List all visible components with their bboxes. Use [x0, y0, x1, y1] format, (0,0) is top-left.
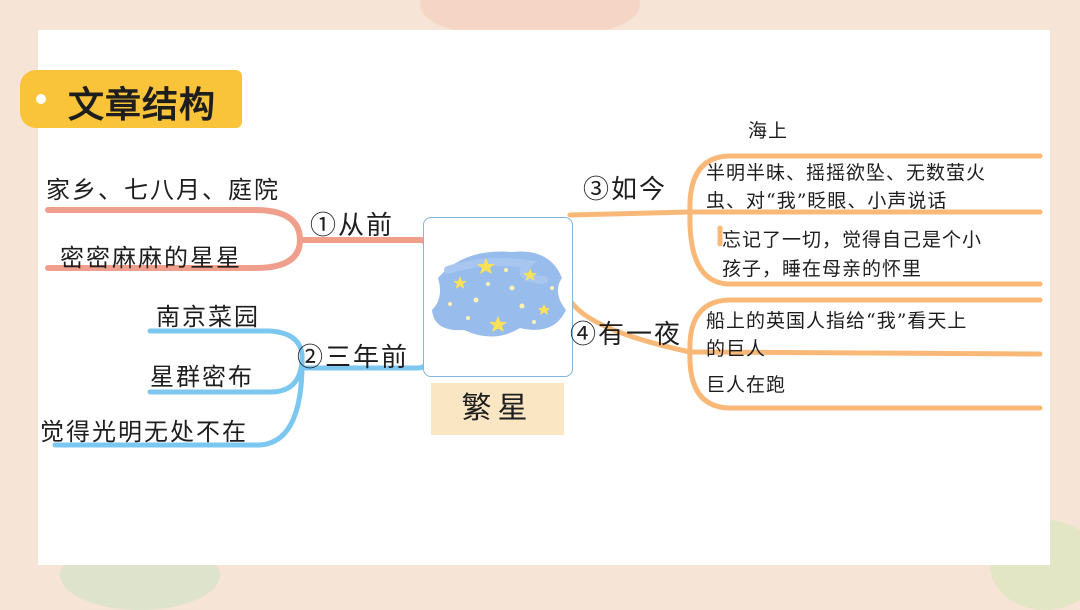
branch-label-past: ①从前	[310, 211, 395, 241]
place-at-sea: 海上	[748, 120, 789, 142]
slide-title: 文章结构	[68, 85, 217, 126]
branch-label-one-night: ④有一夜	[570, 320, 683, 350]
branch-label-three-years-ago: ②三年前	[297, 343, 410, 373]
leaf-giant-running: 巨人在跑	[706, 374, 787, 396]
leaf-stars-description-line1: 半明半昧、摇摇欲坠、无数萤火	[706, 162, 987, 184]
leaf-hometown: 家乡、七八月、庭院	[46, 176, 280, 204]
stars-icon	[432, 251, 566, 337]
branch-label-now: ③如今	[583, 175, 668, 205]
center-image-frame	[423, 217, 573, 377]
leaf-light-everywhere: 觉得光明无处不在	[40, 418, 248, 446]
leaf-englishman-points-line2: 的巨人	[706, 338, 767, 360]
branch-now-connectors	[567, 153, 1043, 411]
leaf-star-clusters: 星群密布	[150, 363, 254, 391]
title-tag	[20, 70, 242, 128]
leaf-nanjing-garden: 南京菜园	[156, 303, 260, 331]
leaf-stars-description-line2: 虫、对“我”眨眼、小声说话	[706, 190, 948, 212]
leaf-englishman-points-line1: 船上的英国人指给“我”看天上	[706, 310, 968, 332]
center-topic: 繁星	[431, 383, 564, 435]
leaf-forget-everything-line2: 孩子，睡在母亲的怀里	[722, 258, 923, 280]
leaf-forget-everything-line1: 忘记了一切，觉得自己是个小	[722, 229, 983, 251]
title-bullet	[36, 94, 46, 104]
leaf-dense-stars: 密密麻麻的星星	[60, 244, 242, 272]
